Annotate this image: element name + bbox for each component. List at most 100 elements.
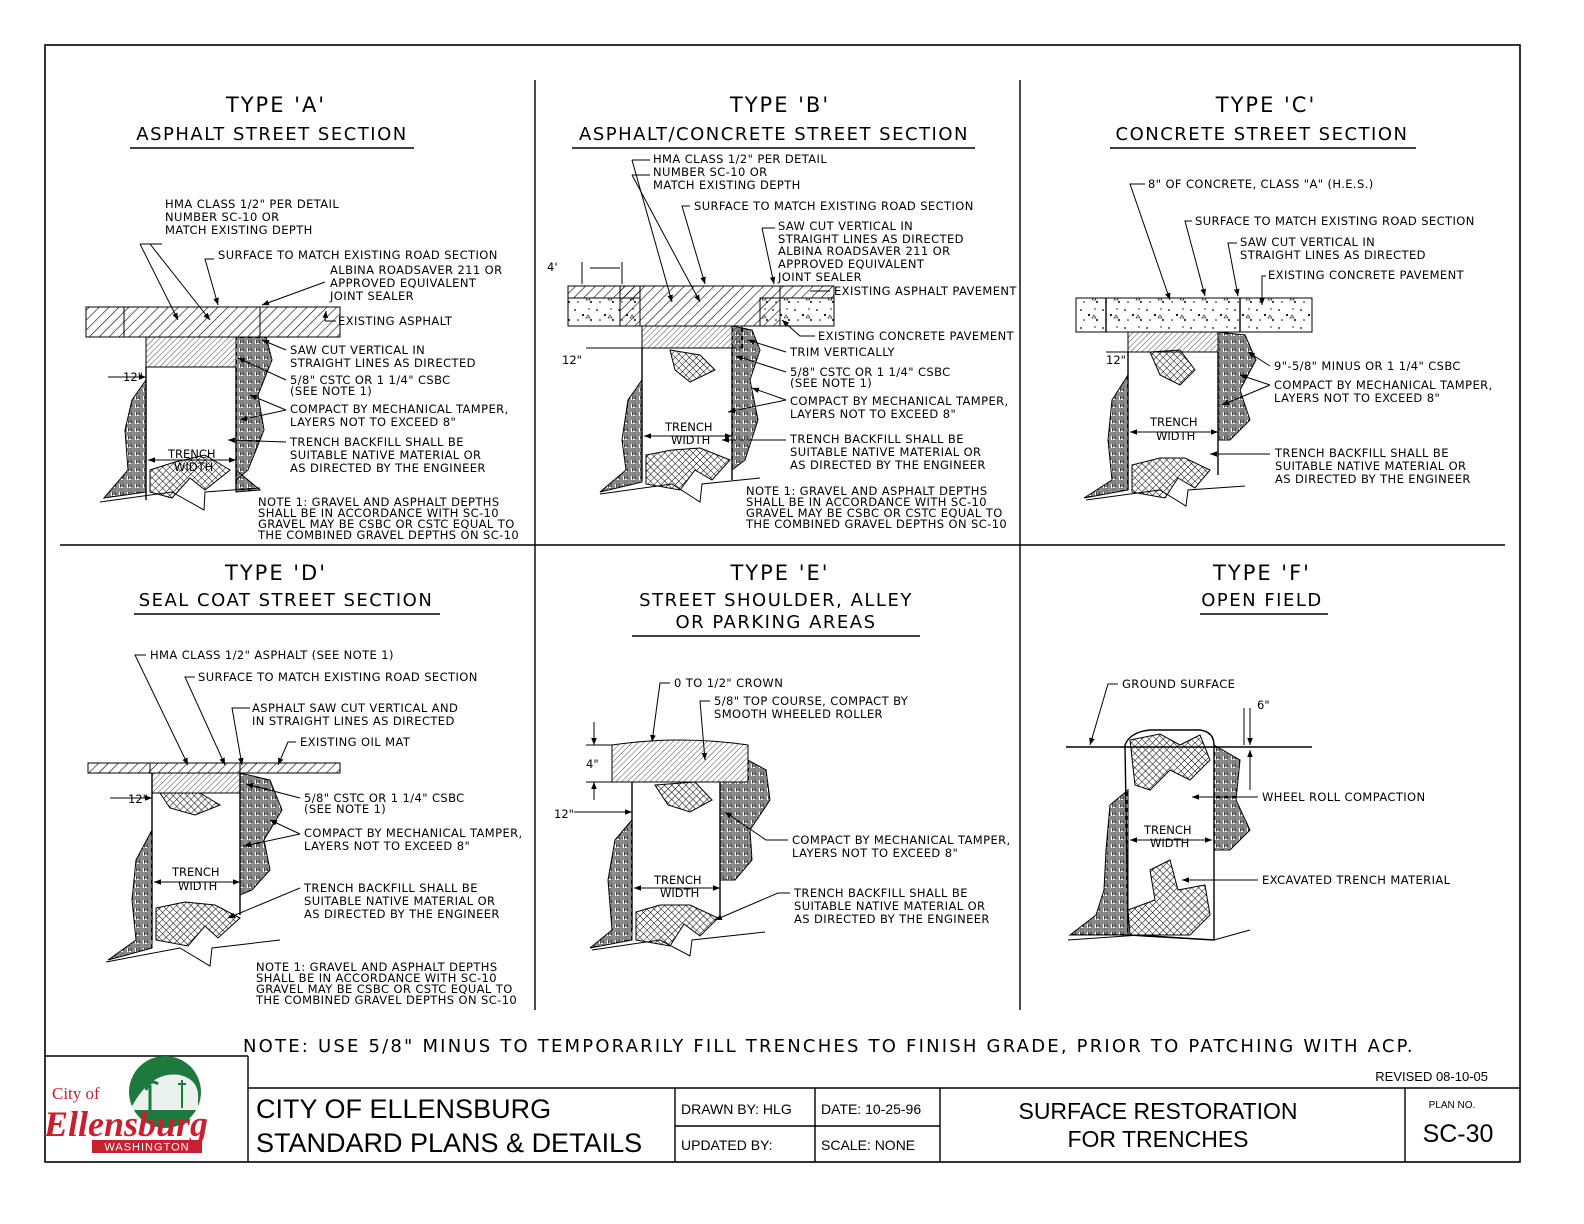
svg-text:NOTE 1: GRAVEL AND ASPHALT DE: NOTE 1: GRAVEL AND ASPHALT DEPTHS: [258, 495, 500, 509]
svg-text:GROUND SURFACE: GROUND SURFACE: [1122, 677, 1235, 691]
svg-text:LAYERS NOT TO EXCEED 8": LAYERS NOT TO EXCEED 8": [792, 846, 958, 860]
svg-text:GRAVEL MAY BE CSBC OR CSTC EQU: GRAVEL MAY BE CSBC OR CSTC EQUAL TO: [258, 517, 515, 531]
svg-text:TRENCH BACKFILL SHALL BE: TRENCH BACKFILL SHALL BE: [303, 881, 478, 895]
svg-text:TYPE 'D': TYPE 'D': [224, 561, 327, 585]
svg-text:12": 12": [562, 353, 582, 367]
svg-text:AS DIRECTED BY THE ENGINEER: AS DIRECTED BY THE ENGINEER: [1275, 472, 1471, 486]
svg-text:LAYERS NOT TO EXCEED 8": LAYERS NOT TO EXCEED 8": [304, 839, 470, 853]
type-a-title: TYPE 'A': [225, 93, 326, 117]
svg-text:ASPHALT/CONCRETE STREET SECTIO: ASPHALT/CONCRETE STREET SECTION: [579, 124, 969, 145]
svg-text:LAYERS NOT TO EXCEED 8": LAYERS NOT TO EXCEED 8": [1274, 391, 1440, 405]
svg-text:EXISTING OIL MAT: EXISTING OIL MAT: [300, 735, 411, 749]
sheet-border: [44, 44, 1521, 1163]
svg-text:IN STRAIGHT LINES AS DIRECTED: IN STRAIGHT LINES AS DIRECTED: [252, 714, 455, 728]
detail-type-d: TYPE 'D' SEAL COAT STREET SECTION 12" TR…: [87, 561, 523, 1007]
svg-text:AS DIRECTED BY THE ENGINEER: AS DIRECTED BY THE ENGINEER: [290, 461, 486, 475]
svg-text:WASHINGTON: WASHINGTON: [104, 1142, 189, 1154]
svg-text:TYPE 'B': TYPE 'B': [729, 93, 830, 117]
svg-text:SUITABLE NATIVE MATERIAL OR: SUITABLE NATIVE MATERIAL OR: [794, 899, 985, 913]
svg-text:NOTE 1: GRAVEL AND ASPHALT DE: NOTE 1: GRAVEL AND ASPHALT DEPTHS: [746, 484, 988, 498]
svg-text:TRENCH: TRENCH: [653, 873, 702, 887]
svg-text:COMPACT BY MECHANICAL TAMPER,: COMPACT BY MECHANICAL TAMPER,: [304, 826, 523, 840]
svg-text:WIDTH: WIDTH: [671, 433, 710, 447]
detail-type-b: TYPE 'B' ASPHALT/CONCRETE STREET SECTION…: [547, 93, 1017, 531]
svg-text:5/8" CSTC OR 1 1/4" CSBC: 5/8" CSTC OR 1 1/4" CSBC: [290, 373, 451, 387]
svg-text:TRENCH: TRENCH: [1149, 415, 1198, 429]
svg-text:COMPACT BY MECHANICAL TAMPER,: COMPACT BY MECHANICAL TAMPER,: [792, 833, 1011, 847]
general-note: NOTE: USE 5/8" MINUS TO TEMPORARILY FILL…: [243, 1036, 1415, 1057]
svg-text:OPEN FIELD: OPEN FIELD: [1201, 590, 1323, 611]
svg-text:WIDTH: WIDTH: [1156, 429, 1195, 443]
svg-text:5/8" TOP COURSE, COMPACT BY: 5/8" TOP COURSE, COMPACT BY: [714, 694, 909, 708]
svg-text:OR PARKING AREAS: OR PARKING AREAS: [675, 612, 876, 633]
svg-text:HMA CLASS 1/2" ASPHALT (SEE NO: HMA CLASS 1/2" ASPHALT (SEE NOTE 1): [150, 648, 394, 662]
svg-text:TRENCH: TRENCH: [171, 865, 220, 879]
svg-text:0 TO 1/2" CROWN: 0 TO 1/2" CROWN: [674, 676, 783, 690]
svg-text:SURFACE TO MATCH EXISTING ROAD: SURFACE TO MATCH EXISTING ROAD SECTION: [1195, 214, 1475, 228]
svg-text:SAW CUT VERTICAL IN: SAW CUT VERTICAL IN: [290, 343, 425, 357]
svg-text:AS DIRECTED BY THE ENGINEER: AS DIRECTED BY THE ENGINEER: [304, 907, 500, 921]
svg-text:THE COMBINED GRAVEL DEPTHS ON: THE COMBINED GRAVEL DEPTHS ON SC-10: [257, 528, 519, 542]
svg-text:(SEE NOTE 1): (SEE NOTE 1): [790, 376, 872, 390]
svg-text:5/8" CSTC OR 1 1/4" CSBC: 5/8" CSTC OR 1 1/4" CSBC: [304, 791, 465, 805]
svg-text:WHEEL ROLL COMPACTION: WHEEL ROLL COMPACTION: [1262, 790, 1426, 804]
svg-text:NUMBER SC-10 OR: NUMBER SC-10 OR: [165, 210, 280, 224]
svg-text:THE COMBINED GRAVEL DEPTHS ON: THE COMBINED GRAVEL DEPTHS ON SC-10: [745, 517, 1007, 531]
svg-text:WIDTH: WIDTH: [1150, 836, 1189, 850]
svg-text:TRENCH BACKFILL SHALL BE: TRENCH BACKFILL SHALL BE: [789, 432, 964, 446]
svg-text:12": 12": [1106, 353, 1126, 367]
svg-text:SHALL BE IN ACCORDANCE WITH SC: SHALL BE IN ACCORDANCE WITH SC-10: [258, 506, 499, 520]
svg-text:STRAIGHT LINES AS DIRECTED: STRAIGHT LINES AS DIRECTED: [1240, 248, 1426, 262]
svg-text:12": 12": [128, 792, 148, 806]
svg-text:SUITABLE NATIVE MATERIAL OR: SUITABLE NATIVE MATERIAL OR: [1275, 459, 1466, 473]
svg-text:COMPACT BY MECHANICAL TAMPER,: COMPACT BY MECHANICAL TAMPER,: [290, 402, 509, 416]
svg-text:SURFACE TO MATCH EXISTING ROAD: SURFACE TO MATCH EXISTING ROAD SECTION: [198, 670, 478, 684]
svg-text:TRENCH BACKFILL SHALL BE: TRENCH BACKFILL SHALL BE: [1274, 446, 1449, 460]
drawn-by: DRAWN BY: HLG: [681, 1101, 792, 1117]
svg-text:NUMBER SC-10 OR: NUMBER SC-10 OR: [653, 165, 768, 179]
svg-text:JOINT SEALER: JOINT SEALER: [329, 289, 414, 303]
svg-text:SAW CUT VERTICAL IN: SAW CUT VERTICAL IN: [1240, 235, 1375, 249]
svg-text:(SEE NOTE 1): (SEE NOTE 1): [304, 802, 386, 816]
svg-text:9"-5/8" MINUS OR 1 1/4" CSBC: 9"-5/8" MINUS OR 1 1/4" CSBC: [1274, 359, 1461, 373]
svg-text:CONCRETE STREET SECTION: CONCRETE STREET SECTION: [1116, 124, 1409, 145]
svg-text:WIDTH: WIDTH: [660, 886, 699, 900]
updated-by: UPDATED BY:: [681, 1137, 773, 1153]
svg-text:12": 12": [554, 807, 574, 821]
type-a-subtitle: ASPHALT STREET SECTION: [136, 124, 407, 145]
svg-text:TYPE 'C': TYPE 'C': [1215, 93, 1316, 117]
svg-text:NOTE 1: GRAVEL AND ASPHALT DE: NOTE 1: GRAVEL AND ASPHALT DEPTHS: [256, 960, 498, 974]
svg-text:ALBINA ROADSAVER 211 OR: ALBINA ROADSAVER 211 OR: [330, 263, 503, 277]
svg-text:HMA CLASS 1/2" PER DETAIL: HMA CLASS 1/2" PER DETAIL: [653, 152, 827, 166]
svg-text:MATCH EXISTING DEPTH: MATCH EXISTING DEPTH: [165, 223, 313, 237]
drawing-date: DATE: 10-25-96: [821, 1101, 921, 1117]
detail-type-a: TYPE 'A' ASPHALT STREET SECTION 12" TREN…: [85, 93, 519, 542]
svg-text:SUITABLE NATIVE MATERIAL OR: SUITABLE NATIVE MATERIAL OR: [790, 445, 981, 459]
svg-text:SUITABLE NATIVE MATERIAL OR: SUITABLE NATIVE MATERIAL OR: [290, 448, 481, 462]
sheet-title: SURFACE RESTORATION: [1018, 1098, 1297, 1124]
svg-text:SMOOTH WHEELED ROLLER: SMOOTH WHEELED ROLLER: [714, 707, 883, 721]
svg-text:4': 4': [547, 260, 557, 274]
svg-text:City of: City of: [52, 1084, 100, 1103]
svg-text:TYPE 'E': TYPE 'E': [729, 561, 829, 585]
svg-text:LAYERS NOT TO EXCEED 8": LAYERS NOT TO EXCEED 8": [790, 407, 956, 421]
svg-text:EXISTING ASPHALT: EXISTING ASPHALT: [338, 314, 453, 328]
revised-date: REVISED 08-10-05: [1375, 1069, 1488, 1084]
svg-text:TRENCH: TRENCH: [1143, 823, 1192, 837]
svg-text:THE COMBINED GRAVEL DEPTHS ON: THE COMBINED GRAVEL DEPTHS ON SC-10: [255, 993, 517, 1007]
org-subtitle: STANDARD PLANS & DETAILS: [256, 1128, 642, 1158]
svg-text:LAYERS NOT TO EXCEED 8": LAYERS NOT TO EXCEED 8": [290, 415, 456, 429]
svg-text:HMA CLASS 1/2" PER DETAIL: HMA CLASS 1/2" PER DETAIL: [165, 197, 339, 211]
svg-text:APPROVED EQUIVALENT: APPROVED EQUIVALENT: [778, 257, 925, 271]
svg-text:GRAVEL MAY BE CSBC OR CSTC EQU: GRAVEL MAY BE CSBC OR CSTC EQUAL TO: [746, 506, 1003, 520]
detail-type-f: TYPE 'F' OPEN FIELD 6" TRENCH WIDTH GROU…: [1066, 561, 1450, 941]
svg-text:AS DIRECTED BY THE ENGINEER: AS DIRECTED BY THE ENGINEER: [794, 912, 990, 926]
sheet-title-line2: FOR TRENCHES: [1067, 1126, 1248, 1152]
svg-text:EXISTING CONCRETE PAVEMENT: EXISTING CONCRETE PAVEMENT: [1268, 268, 1465, 282]
svg-text:TYPE 'F': TYPE 'F': [1212, 561, 1311, 585]
city-logo: City of Ellensburg WASHINGTON: [43, 1056, 208, 1154]
svg-text:8" OF CONCRETE, CLASS "A" (H.E: 8" OF CONCRETE, CLASS "A" (H.E.S.): [1148, 177, 1374, 191]
svg-text:EXISTING CONCRETE PAVEMENT: EXISTING CONCRETE PAVEMENT: [818, 329, 1015, 343]
svg-text:COMPACT BY MECHANICAL TAMPER,: COMPACT BY MECHANICAL TAMPER,: [1274, 378, 1493, 392]
svg-text:12": 12": [123, 370, 143, 384]
